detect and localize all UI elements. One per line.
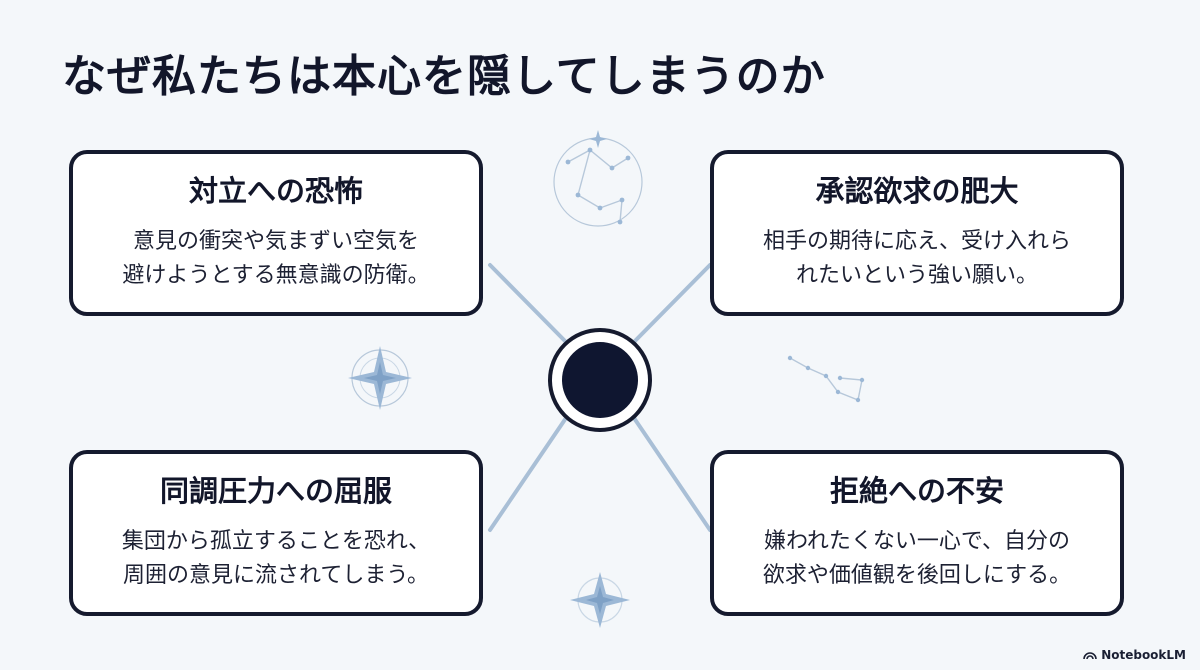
card-text-line: 欲求や価値観を後回しにする。 [762, 562, 1072, 588]
card-text-line: 相手の期待に応え、受け入れら [762, 228, 1071, 254]
page-title: なぜ私たちは本心を隠してしまうのか [62, 51, 826, 102]
compass-star-icon [570, 572, 630, 628]
compass-star-icon [348, 346, 412, 410]
reason-card-fear-of-rejection: 拒絶への不安 嫌われたくない一心で、自分の 欲求や価値観を後回しにする。 [710, 450, 1124, 616]
card-text-line: 嫌われたくない一心で、自分の [763, 528, 1071, 554]
card-text-line: れたいという強い願い。 [795, 262, 1038, 288]
card-text-line: 周囲の意見に流されてしまう。 [122, 562, 430, 588]
card-heading: 同調圧力への屈服 [159, 474, 392, 508]
center-hub [548, 328, 652, 432]
connector-line-bottom-left [488, 416, 568, 532]
connector-lines [488, 263, 712, 532]
card-heading: 対立への恐怖 [188, 174, 363, 208]
connector-line-top-left [488, 263, 568, 344]
card-heading: 拒絶への不安 [829, 474, 1004, 508]
constellation-icon [553, 130, 643, 227]
brand-label: NotebookLM [1101, 648, 1186, 662]
card-text-line: 意見の衝突や気まずい空気を [132, 228, 419, 254]
card-text-line: 集団から孤立することを恐れ、 [121, 528, 431, 554]
brand-watermark: NotebookLM [1083, 648, 1186, 662]
notebooklm-logo-icon [1083, 652, 1097, 660]
reason-card-need-for-approval: 承認欲求の肥大 相手の期待に応え、受け入れら れたいという強い願い。 [710, 150, 1124, 316]
connector-line-top-right [632, 263, 712, 344]
reason-card-peer-pressure: 同調圧力への屈服 集団から孤立することを恐れ、 周囲の意見に流されてしまう。 [69, 450, 483, 616]
constellation-icon [787, 355, 865, 403]
card-text-line: 避けようとする無意識の防衛。 [122, 262, 430, 288]
reason-card-fear-of-conflict: 対立への恐怖 意見の衝突や気まずい空気を 避けようとする無意識の防衛。 [69, 150, 483, 316]
card-heading: 承認欲求の肥大 [815, 174, 1019, 208]
connector-line-bottom-right [632, 416, 712, 532]
